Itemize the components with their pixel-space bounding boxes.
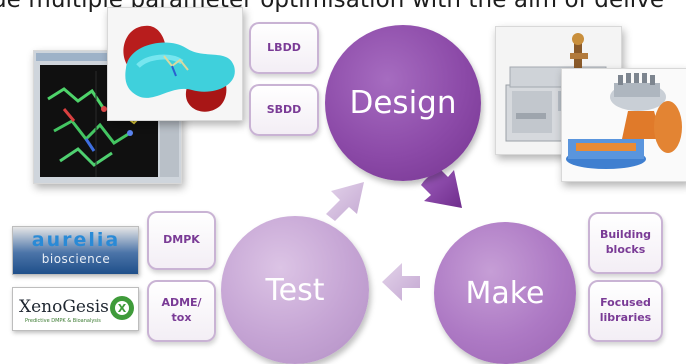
xenogesis-logo-tagline: Predictive DMPK & Bioanalysis (25, 318, 101, 324)
xenogesis-logo-text: XenoGesis (19, 297, 109, 317)
make-circle: Make (434, 222, 576, 364)
svg-text:X: X (118, 302, 127, 315)
molecule-render-image (107, 7, 243, 121)
tag-lbdd: LBDD (249, 22, 319, 74)
design-label: Design (349, 85, 457, 121)
tag-focused-libraries: Focused libraries (588, 280, 663, 342)
test-label: Test (265, 272, 325, 308)
aurelia-logo-subtext: bioscience (41, 252, 111, 266)
tag-building-blocks: Building blocks (588, 212, 663, 274)
make-label: Make (465, 275, 545, 311)
xenogesis-logo: XenoGesis Predictive DMPK & Bioanalysis … (12, 287, 139, 331)
tag-adme-tox: ADME/ tox (147, 280, 216, 342)
design-circle: Design (325, 25, 481, 181)
make-to-test-arrow-icon (382, 263, 420, 301)
test-circle: Test (221, 216, 369, 364)
aurelia-logo: aurelia bioscience (12, 226, 139, 275)
tag-sbdd: SBDD (249, 84, 319, 136)
test-to-design-arrow-icon (326, 182, 364, 221)
robot-arm-image (561, 68, 686, 182)
xenogesis-emblem-icon: X (110, 296, 134, 320)
slide-headline: ue multiple parameter optimisation with … (0, 0, 665, 13)
tag-dmpk: DMPK (147, 211, 216, 270)
aurelia-logo-text: aurelia (31, 229, 121, 251)
